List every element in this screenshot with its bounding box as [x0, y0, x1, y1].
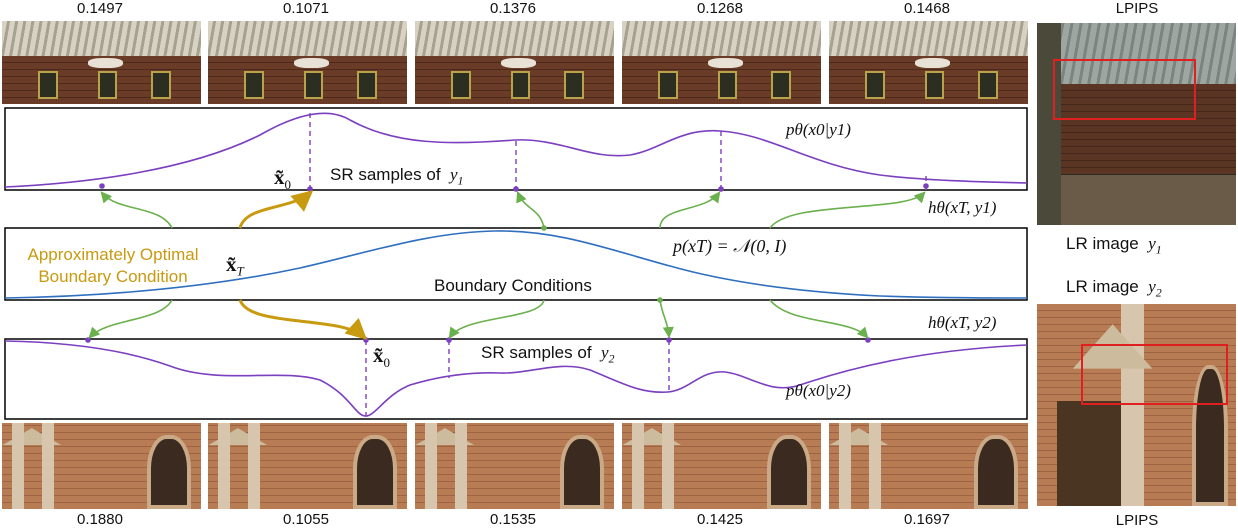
x0-label-top: x̃0	[274, 165, 291, 192]
lr-crop-box-1	[1052, 59, 1197, 120]
top-score-5: 0.1468	[904, 0, 950, 17]
posterior-label-y2: pθ(x0|y2)	[786, 381, 851, 400]
posterior-label-y1: pθ(x0|y1)	[786, 120, 851, 139]
bottom-sr-thumbnail-4	[622, 423, 821, 509]
bottom-score-5: 0.1697	[904, 511, 950, 528]
boundary-map-label-y1: hθ(xT, y1)	[928, 198, 997, 217]
xT-label: x̃T	[226, 252, 244, 279]
optimal-boundary-label: Approximately Optimal Boundary Condition	[27, 245, 199, 286]
sample-dot	[718, 186, 724, 192]
bottom-score-2: 0.1055	[283, 511, 329, 528]
top-score-1: 0.1497	[77, 0, 123, 17]
top-score-4: 0.1268	[697, 0, 743, 17]
bottom-score-1: 0.1880	[77, 511, 123, 528]
bottom-sr-thumbnail-1	[2, 423, 201, 509]
top-sr-thumbnail-3	[415, 21, 614, 104]
posterior-curve-y2	[4, 340, 1028, 417]
sample-dot	[85, 337, 91, 343]
panel2-title: Boundary Conditions	[434, 276, 592, 295]
sample-dot	[865, 337, 871, 343]
boundary-map-label-y2: hθ(xT, y2)	[928, 313, 997, 332]
optimal-arrow-to-y2	[238, 299, 368, 340]
top-sr-thumbnail-1	[2, 21, 201, 104]
sample-dot	[99, 183, 105, 189]
bottom-score-4: 0.1425	[697, 511, 743, 528]
side-bottom-label: LPIPS	[1115, 512, 1159, 529]
lr-image-2	[1037, 304, 1236, 506]
top-score-3: 0.1376	[490, 0, 536, 17]
arrows-to-y1	[100, 190, 926, 229]
panel-boundary-conditions	[4, 227, 1028, 301]
sample-dot	[513, 186, 519, 192]
arrows-to-y2	[88, 299, 869, 339]
lr-crop-box-2	[1080, 344, 1229, 405]
top-score-2: 0.1071	[283, 0, 329, 17]
lr-image-1-label: LR image y1	[1066, 234, 1162, 257]
optimal-arrow-to-y1	[238, 190, 314, 229]
lr-image-1	[1037, 23, 1236, 225]
sample-markers-y2	[365, 340, 670, 416]
bottom-sr-thumbnail-3	[415, 423, 614, 509]
sample-dot	[307, 186, 313, 192]
x0-label-bottom: x̃0	[373, 343, 390, 370]
bottom-score-3: 0.1535	[490, 511, 536, 528]
panel3-title: SR samples of y2	[481, 343, 615, 366]
top-sr-thumbnail-5	[829, 21, 1028, 104]
lr-image-2-label: LR image y2	[1066, 277, 1162, 300]
side-top-label: LPIPS	[1115, 0, 1159, 17]
sample-dot	[363, 337, 369, 343]
panel-sr-samples-y2	[4, 338, 1028, 420]
prior-curve	[4, 230, 1028, 299]
prior-label: p(xT) = 𝒩(0, I)	[673, 236, 787, 256]
bottom-sr-thumbnail-5	[829, 423, 1028, 509]
top-sr-thumbnail-2	[208, 21, 407, 104]
bottom-sr-thumbnail-2	[208, 423, 407, 509]
sample-dot	[666, 337, 672, 343]
top-sr-thumbnail-4	[622, 21, 821, 104]
sample-dot	[446, 337, 452, 343]
sample-dot	[923, 183, 929, 189]
posterior-curve-y1	[4, 112, 1028, 188]
panel1-title: SR samples of y1	[330, 165, 464, 188]
